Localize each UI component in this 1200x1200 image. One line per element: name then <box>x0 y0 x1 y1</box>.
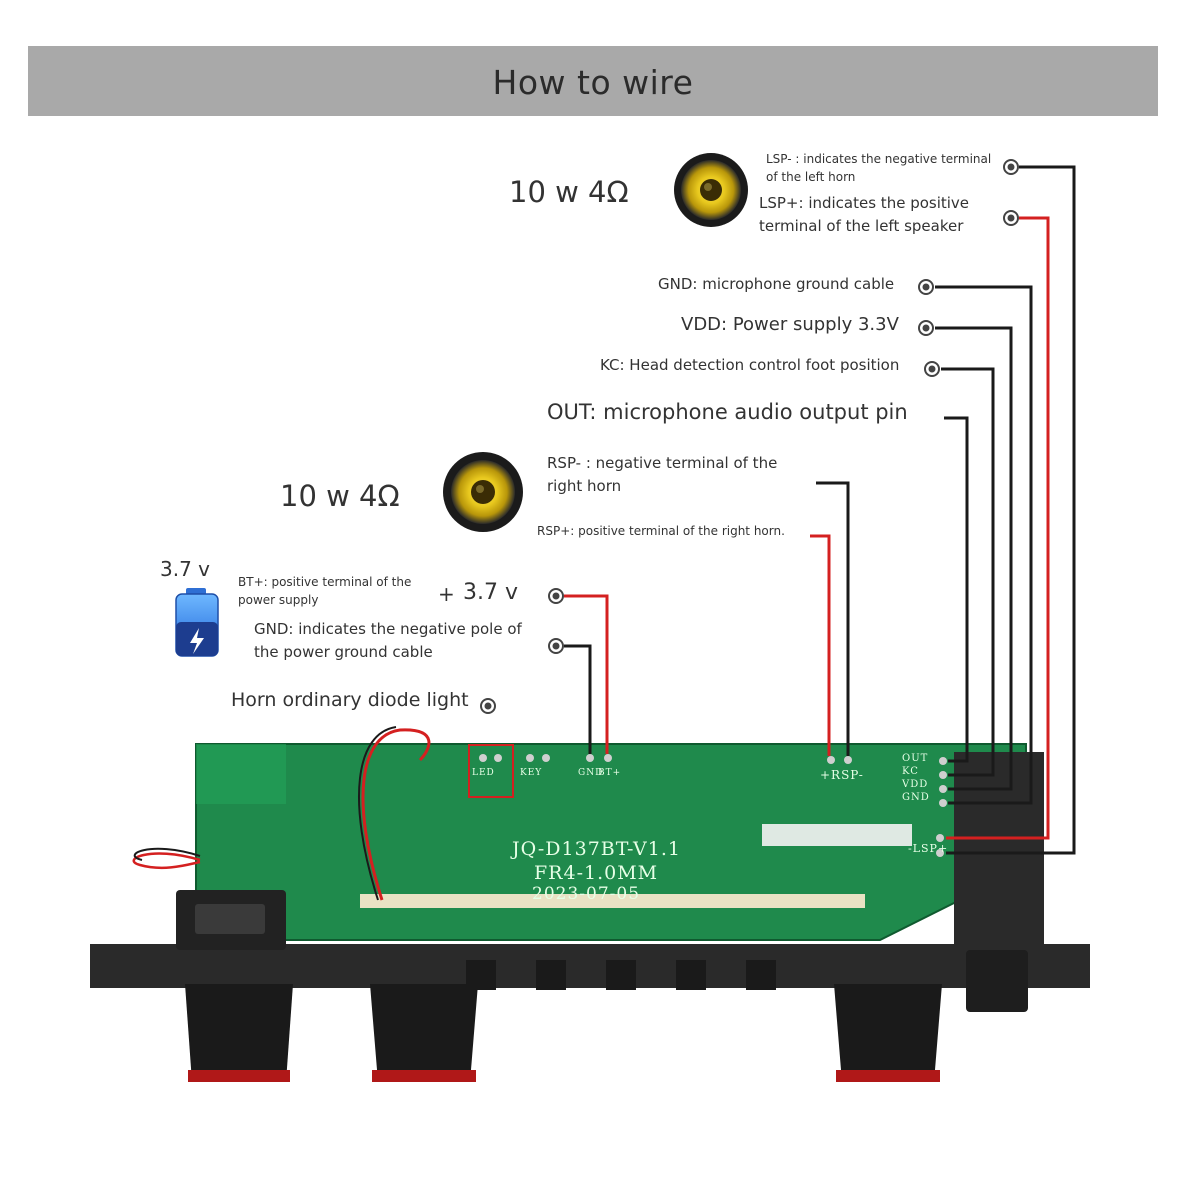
control-knobs <box>185 984 942 1082</box>
wire-gnd-mic <box>935 285 1033 805</box>
wire-rsp-minus <box>816 481 850 756</box>
mic-kc-label: KC: Head detection control foot position <box>600 356 900 374</box>
mic-gnd-label: GND: microphone ground cable <box>658 275 895 293</box>
silk-vdd: VDD <box>902 779 929 790</box>
left-speaker-icon <box>674 153 748 227</box>
silk-gnd-pin: GND <box>902 792 930 803</box>
battery-icon <box>175 588 219 657</box>
lsp-plus-label: LSP+: indicates the positive terminal of… <box>759 192 969 238</box>
bt-gnd-line2: the power ground cable <box>254 643 433 661</box>
mic-vdd-label: VDD: Power supply 3.3V <box>681 314 899 335</box>
led-label: Horn ordinary diode light <box>231 689 469 711</box>
wire-bt-plus <box>564 594 609 754</box>
rsp-plus-label: RSP+: positive terminal of the right hor… <box>537 524 785 538</box>
push-buttons <box>466 960 776 990</box>
bt-plus-label: BT+: positive terminal of the power supp… <box>238 573 411 609</box>
lsp-minus-line1: LSP- : indicates the negative terminal <box>766 152 992 166</box>
rsp-minus-line2: right horn <box>547 477 622 495</box>
silk-pins: OUT KC VDD GND <box>902 752 930 804</box>
silk-key: KEY <box>520 768 543 778</box>
connector-rings <box>480 159 1019 714</box>
wire-out <box>944 416 969 763</box>
silk-kc: KC <box>902 766 919 777</box>
silk-led: LED <box>472 768 495 778</box>
bt-gnd-line1: GND: indicates the negative pole of <box>254 620 522 638</box>
bt-gnd-label: GND: indicates the negative pole of the … <box>254 618 522 664</box>
rsp-minus-line1: RSP- : negative terminal of the <box>547 454 778 472</box>
wire-kc <box>941 367 995 777</box>
lsp-minus-label: LSP- : indicates the negative terminal o… <box>766 150 991 186</box>
board-date: 2023-07-05 <box>532 884 641 904</box>
wire-rsp-plus <box>810 534 831 756</box>
input-voltage: 3.7 v <box>463 580 518 605</box>
wire-lsp-plus <box>946 216 1050 840</box>
board-model: JQ-D137BT-V1.1 <box>512 838 681 860</box>
right-speaker-rating: 10 w 4Ω <box>280 479 400 513</box>
mic-out-label: OUT: microphone audio output pin <box>547 400 908 424</box>
left-speaker-rating: 10 w 4Ω <box>509 175 629 209</box>
bt-plus-line2: power supply <box>238 593 319 607</box>
wire-vdd <box>935 326 1013 791</box>
wire-lsp-minus <box>946 165 1076 855</box>
right-speaker-icon <box>443 452 523 532</box>
lsp-plus-line1: LSP+: indicates the positive <box>759 194 970 212</box>
rsp-minus-label: RSP- : negative terminal of the right ho… <box>547 452 777 498</box>
wire-bt-gnd <box>564 644 592 754</box>
battery-voltage: 3.7 v <box>160 557 210 581</box>
title-banner: How to wire <box>28 46 1158 116</box>
lsp-plus-line2: terminal of the left speaker <box>759 217 964 235</box>
board-material: FR4-1.0MM <box>534 862 659 884</box>
silk-out: OUT <box>902 753 929 764</box>
silk-gnd: GND <box>578 768 604 778</box>
page-title: How to wire <box>492 63 694 102</box>
bt-plus-line1: BT+: positive terminal of the <box>238 575 412 589</box>
silk-bt: BT+ <box>598 768 622 778</box>
silk-lsp: -LSP+ <box>908 842 949 855</box>
input-voltage-plus: + <box>438 582 455 606</box>
lsp-minus-line2: of the left horn <box>766 170 856 184</box>
silk-rsp: +RSP- <box>820 768 864 782</box>
